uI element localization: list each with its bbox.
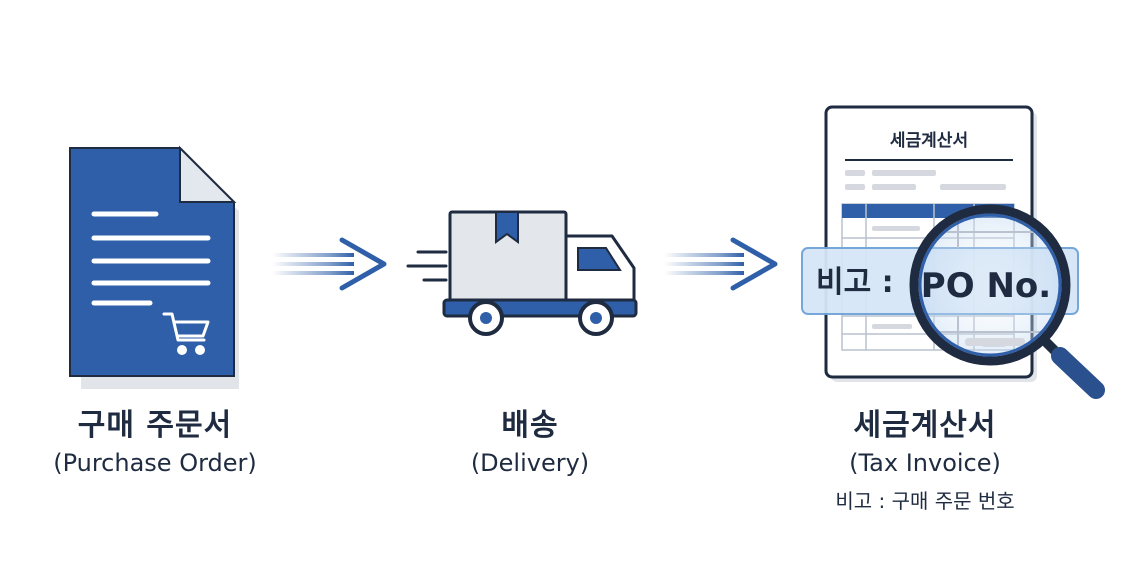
step-title: 구매 주문서 bbox=[77, 408, 233, 443]
step-subtitle: (Delivery) bbox=[470, 449, 590, 477]
step-purchase-order-label: 구매 주문서 (Purchase Order) bbox=[20, 406, 290, 480]
document-lines bbox=[91, 211, 211, 306]
step-title: 세금계산서 bbox=[853, 408, 997, 443]
step-title: 배송 bbox=[501, 408, 559, 443]
step-subtitle: (Purchase Order) bbox=[53, 449, 257, 477]
arrow-right-icon bbox=[664, 237, 778, 291]
invoice-header: 세금계산서 bbox=[890, 131, 968, 151]
invoice-magnifier-icon: 세금계산서 비고 : bbox=[801, 105, 1105, 399]
arrow-right-icon bbox=[272, 237, 387, 291]
step-tax-invoice-label: 세금계산서 (Tax Invoice) 비고 : 구매 주문 번호 bbox=[790, 406, 1060, 518]
step-delivery-label: 배송 (Delivery) bbox=[430, 406, 630, 480]
document-cart-icon bbox=[69, 145, 239, 389]
highlight-value: PO No. bbox=[921, 266, 1051, 306]
cart-icon bbox=[162, 312, 210, 355]
delivery-truck-icon bbox=[406, 210, 638, 336]
magnifier-icon bbox=[909, 204, 1105, 399]
speed-lines bbox=[406, 250, 448, 282]
step-subtitle: (Tax Invoice) bbox=[849, 449, 1001, 477]
invoice-lines bbox=[845, 170, 1006, 190]
highlight-prefix: 비고 : bbox=[816, 265, 894, 300]
step-note: 비고 : 구매 주문 번호 bbox=[835, 489, 1015, 513]
